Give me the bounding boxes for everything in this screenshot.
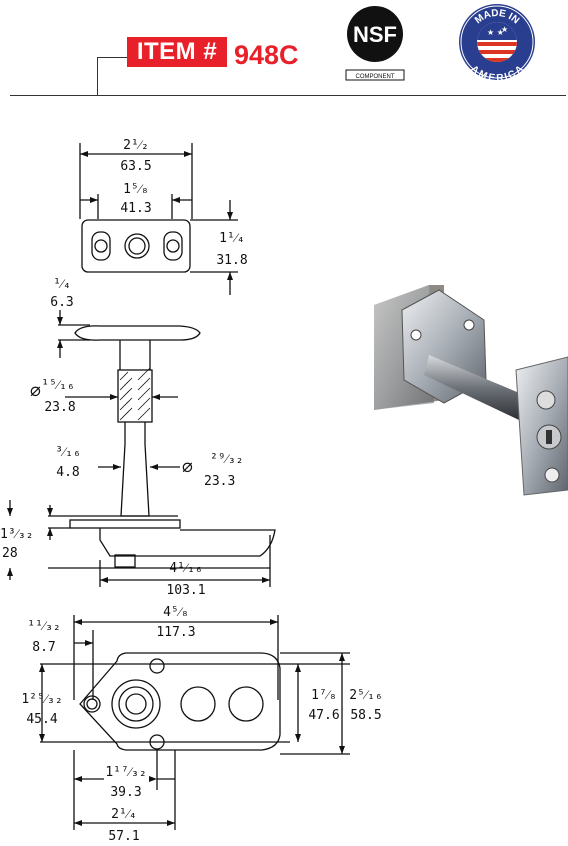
- dim-step-mm: 4.8: [56, 465, 79, 480]
- made-in-text: MADE IN: [473, 8, 521, 27]
- dim-top-width-mm: 63.5: [120, 159, 151, 174]
- dim-bot-c1-frac: 1¹⁷⁄₃₂: [105, 765, 146, 780]
- product-photo: [374, 285, 568, 496]
- dim-top-height-mm: 31.8: [216, 253, 247, 268]
- made-in-america-logo: ★ ★ ★ MADE IN AMERICA: [459, 4, 535, 82]
- dim-flange-frac: ¹⁄₄: [53, 277, 71, 292]
- dim-base-len-frac: 4¹⁄₁₆: [169, 561, 202, 576]
- technical-drawing: 2¹⁄₂ 63.5 1⁵⁄₈ 41.3 1¹⁄₄ 31.8 ¹⁄₄ 6.3 ∅ …: [0, 138, 383, 844]
- svg-text:★: ★: [501, 25, 508, 34]
- dim-bot-c2-frac: 2¹⁄₄: [111, 807, 137, 822]
- header-divider: [10, 95, 566, 96]
- dim-left-frac: 1³⁄₃₂: [0, 527, 33, 542]
- item-number: 948C: [234, 40, 299, 70]
- dim-step-frac: ³⁄₁₆: [55, 445, 81, 460]
- dim-bot-offset-mm: 8.7: [32, 640, 55, 655]
- nsf-logo-text: NSF: [353, 22, 397, 47]
- dim-top-height-frac: 1¹⁄₄: [219, 231, 245, 246]
- dim-base-len-mm: 103.1: [166, 583, 205, 598]
- item-label-badge: ITEM #: [127, 37, 227, 67]
- dim-shaft-dia-mm: 23.3: [204, 474, 235, 489]
- dim-bot-width-mm: 117.3: [156, 625, 195, 640]
- dim-cyl-dia-mm: 23.8: [44, 400, 75, 415]
- dim-bot-offset-frac: ¹¹⁄₃₂: [27, 619, 60, 634]
- header-leader-vertical: [97, 57, 98, 96]
- header-leader-horizontal: [97, 57, 127, 58]
- dim-bot-h2-mm: 58.5: [350, 708, 381, 723]
- dim-top-inner-frac: 1⁵⁄₈: [123, 182, 149, 197]
- dim-top-inner-mm: 41.3: [120, 201, 151, 216]
- nsf-logo: NSF COMPONENT: [345, 6, 405, 81]
- dim-top-width-frac: 2¹⁄₂: [123, 138, 149, 153]
- dim-bot-left-frac: 1²⁵⁄₃₂: [21, 692, 62, 707]
- dim-bot-c1-mm: 39.3: [110, 785, 141, 800]
- dim-shaft-dia-frac: ²⁹⁄₃₂: [210, 452, 243, 467]
- dim-bot-h1-frac: 1⁷⁄₈: [311, 688, 337, 703]
- dim-left-mm: 28: [2, 546, 18, 561]
- dim-flange-mm: 6.3: [50, 295, 73, 310]
- dim-cyl-dia-symbol: ∅: [30, 381, 41, 402]
- dim-bot-h2-frac: 2⁵⁄₁₆: [349, 688, 382, 703]
- dim-bot-width-frac: 4⁵⁄₈: [163, 605, 189, 620]
- nsf-logo-subtext: COMPONENT: [356, 74, 395, 80]
- dim-cyl-dia-frac: ¹⁵⁄₁₆: [41, 378, 74, 393]
- dim-shaft-dia-symbol: ∅: [182, 457, 193, 478]
- dim-bot-c2-mm: 57.1: [108, 829, 139, 844]
- svg-text:★ ★: ★ ★: [487, 28, 504, 37]
- svg-text:MADE IN: MADE IN: [473, 8, 521, 27]
- dim-bot-left-mm: 45.4: [26, 712, 57, 727]
- dim-bot-h1-mm: 47.6: [308, 708, 339, 723]
